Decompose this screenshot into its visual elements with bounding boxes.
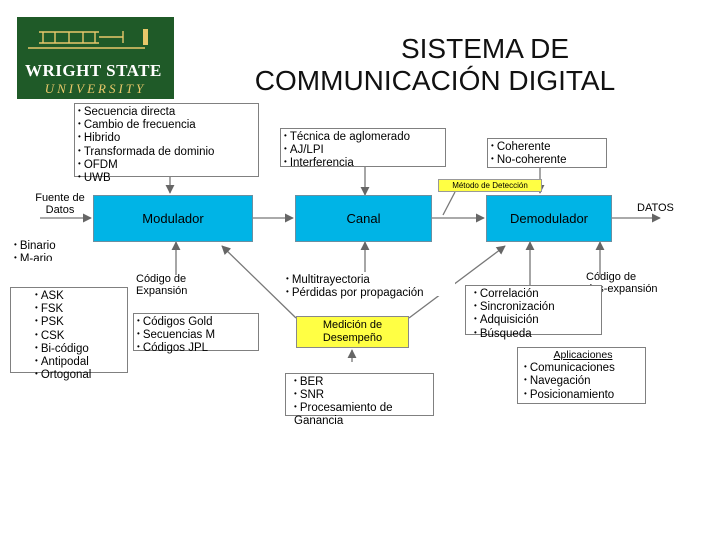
spread-technique-item: Transformada de dominio — [78, 145, 255, 158]
metric-item: SNR — [294, 388, 430, 401]
spread-technique-item: OFDM — [78, 158, 255, 171]
wright-state-logo: WRIGHT STATE UNIVERSITY — [17, 17, 174, 99]
spreading-codes-box: Códigos GoldSecuencias MCódigos JPL — [133, 313, 259, 354]
synchronization-item: Adquisición — [474, 313, 598, 326]
interference-item: Interferencia — [284, 156, 442, 169]
modulation-type-item: Bi-código — [35, 342, 124, 355]
page-title: SISTEMA DE COMMUNICACIÓN DIGITAL — [180, 33, 690, 97]
data-source-label: Fuente de Datos — [22, 192, 98, 216]
synchronization-item: Correlación — [474, 287, 598, 300]
applications-box: Aplicaciones ComunicacionesNavegaciónPos… — [517, 347, 646, 404]
application-item: Posicionamiento — [524, 388, 642, 401]
data-source-line-1: Fuente de — [35, 192, 85, 204]
propagation-list: MultitrayectoriaPérdidas por propagación — [283, 272, 455, 299]
spreading-code-line-1: Código de — [136, 273, 187, 285]
spreading-code-item: Secuencias M — [137, 328, 255, 341]
title-line-2: COMMUNICACIÓN DIGITAL — [254, 65, 616, 96]
logo-text-wright-state: WRIGHT STATE — [25, 61, 162, 80]
performance-measure-block: Medición de Desempeño — [296, 316, 409, 348]
source-type-item: M-ario — [14, 252, 90, 261]
detection-method-label: Método de Detección — [438, 179, 542, 192]
propagation-item: Multitrayectoria — [286, 273, 452, 286]
spreading-code-item: Códigos Gold — [137, 315, 255, 328]
interference-item: AJ/LPI — [284, 143, 442, 156]
despreading-code-line-2: des-expansión — [586, 282, 658, 295]
modulation-type-item: PSK — [35, 315, 124, 328]
spread-techniques-box: Secuencia directaCambio de frecuenciaHib… — [74, 103, 259, 184]
modulation-type-item: CSK — [35, 329, 124, 342]
synchronization-box: CorrelaciónSincronizaciónAdquisiciónBúsq… — [465, 285, 602, 340]
applications-title: Aplicaciones — [553, 349, 613, 361]
propagation-item: Pérdidas por propagación — [286, 286, 452, 299]
channel-block: Canal — [295, 195, 432, 242]
modulation-type-item: ASK — [35, 289, 124, 302]
despreading-code-label: Código de des-expansión — [586, 271, 658, 295]
output-data-label: DATOS — [637, 202, 674, 214]
metrics-box: BERSNRProcesamiento de Ganancia — [285, 373, 434, 427]
performance-measure-line-2: Desempeño — [322, 332, 383, 344]
spreading-code-item: Códigos JPL — [137, 341, 255, 354]
metric-item: Procesamiento de Ganancia — [294, 401, 404, 426]
metric-item: BER — [294, 375, 430, 388]
source-type-item: Binario — [14, 239, 90, 252]
detection-type-item: No-coherente — [491, 153, 603, 166]
source-types-list: BinarioM-ario — [12, 239, 92, 261]
spreading-code-label: Código de Expansión — [136, 273, 188, 297]
logo-text-university: UNIVERSITY — [44, 81, 147, 96]
spread-technique-item: Secuencia directa — [78, 105, 255, 118]
title-line-1: SISTEMA DE — [400, 33, 570, 64]
modulator-block: Modulador — [93, 195, 253, 242]
spread-technique-item: Cambio de frecuencia — [78, 118, 255, 131]
modulation-types-box: ASKFSKPSKCSKBi-códigoAntipodalOrtogonal — [10, 287, 128, 381]
detection-types-box: CoherenteNo-coherente — [487, 138, 607, 168]
interference-item: Técnica de aglomerado — [284, 130, 442, 143]
spreading-code-line-2: Expansión — [136, 284, 188, 297]
performance-measure-line-1: Medición de — [322, 319, 383, 331]
interference-box: Técnica de aglomeradoAJ/LPIInterferencia — [280, 128, 446, 169]
demodulator-block: Demodulador — [486, 195, 612, 242]
application-item: Navegación — [524, 374, 642, 387]
spread-technique-item: Hibrido — [78, 131, 255, 144]
synchronization-item: Búsqueda — [474, 327, 598, 340]
modulation-type-item: Ortogonal — [35, 368, 124, 381]
modulation-type-item: FSK — [35, 302, 124, 315]
application-item: Comunicaciones — [524, 361, 642, 374]
modulation-type-item: Antipodal — [35, 355, 124, 368]
despreading-code-line-1: Código de — [586, 271, 637, 283]
data-source-line-2: Datos — [45, 203, 75, 216]
wright-flyer-icon — [28, 29, 148, 49]
detection-type-item: Coherente — [491, 140, 603, 153]
synchronization-item: Sincronización — [474, 300, 598, 313]
spread-technique-item: UWB — [78, 171, 255, 184]
